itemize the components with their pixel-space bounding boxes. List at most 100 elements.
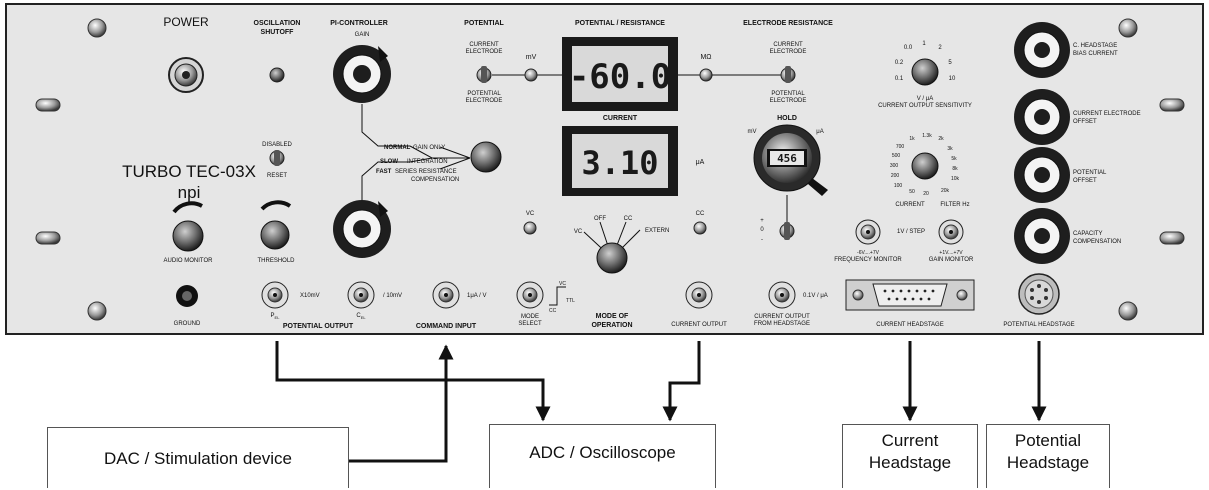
potential-offset-label-1: POTENTIAL: [1073, 170, 1107, 176]
device-brand: npi: [178, 183, 201, 202]
frequency-monitor-bnc[interactable]: [855, 219, 881, 245]
pot-sw-potential-electrode-1: POTENTIAL: [467, 91, 501, 97]
step-label: 1V / STEP: [897, 229, 925, 235]
mv-indicator: [524, 68, 538, 82]
capacity-label-2: COMPENSATION: [1073, 239, 1121, 245]
potential-headstage-connector[interactable]: [1018, 273, 1060, 315]
adc-label: ADC / Oscilloscope: [529, 443, 676, 462]
slow-label: SLOW: [380, 159, 398, 165]
mode-off-label: OFF: [594, 216, 606, 222]
dac-stimulation-box: DAC / Stimulation device: [47, 427, 349, 488]
filter-tick-9: 200: [891, 173, 900, 179]
hold-polarity-toggle[interactable]: [779, 222, 795, 240]
command-input-bnc[interactable]: [432, 281, 460, 309]
x10mv-label: X10mV: [300, 293, 320, 299]
res-sw-potential-electrode-2: ELECTRODE: [770, 98, 807, 104]
gain-label: GAIN: [355, 32, 370, 38]
vc-indicator: [523, 221, 537, 235]
potential-headstage-label: POTENTIAL HEADSTAGE: [1003, 322, 1074, 328]
sensitivity-unit: V / μA: [917, 96, 933, 102]
filter-tick-7: 300: [890, 163, 899, 169]
ttl-symbol: [549, 286, 566, 306]
ground-socket[interactable]: [176, 285, 198, 307]
current-headstage-label: CURRENT HEADSTAGE: [876, 322, 943, 328]
gain-monitor-label: GAIN MONITOR: [929, 257, 974, 263]
filter-tick-8: 5k: [951, 156, 957, 162]
potential-display-value: -60.0: [569, 57, 671, 97]
sens-tick-2: 1: [922, 41, 926, 47]
potential-offset-label-2: OFFSET: [1073, 178, 1097, 184]
arrow-potential-output-to-adc: [275, 341, 551, 422]
filter-tick-2: 1k: [909, 136, 915, 142]
c-el-sub: EL: [361, 315, 367, 320]
ground-label: GROUND: [174, 321, 201, 327]
potential-output-c-bnc[interactable]: [347, 281, 375, 309]
connection-lines: [275, 341, 1047, 463]
freq-range-label: -6V....+7V: [857, 250, 880, 256]
oscillation-shutoff-button[interactable]: [269, 67, 285, 83]
hold-dial[interactable]: [753, 124, 828, 196]
mode-select-label-1: MODE: [521, 314, 539, 320]
mv-unit-label: mV: [526, 54, 537, 61]
filter-tick-4: 2k: [938, 136, 944, 142]
potential-offset-dial[interactable]: [1014, 147, 1070, 203]
potential-display: [562, 37, 678, 111]
pi-gain-dial[interactable]: [333, 45, 391, 103]
reset-label: RESET: [267, 173, 287, 179]
c-headstage-bias-dial[interactable]: [1014, 22, 1070, 78]
potential-output-x10-bnc[interactable]: [261, 281, 289, 309]
audio-monitor-knob[interactable]: [172, 220, 204, 252]
power-label: POWER: [163, 15, 209, 29]
filter-tick-14: 20: [923, 191, 929, 197]
disabled-reset-toggle[interactable]: [269, 150, 285, 166]
res-sw-potential-electrode-1: POTENTIAL: [771, 91, 805, 97]
osc-shutoff-label-2: SHUTOFF: [261, 29, 295, 36]
gain-range-label: +1V....+7V: [939, 250, 963, 256]
threshold-label: THRESHOLD: [257, 258, 295, 264]
hold-zero-label: 0: [760, 227, 764, 233]
current-electrode-offset-label-1: CURRENT ELECTRODE: [1073, 111, 1141, 117]
current-hs-label-1: Current: [881, 431, 939, 450]
mohm-unit-label: MΩ: [700, 54, 711, 61]
potential-output-label: POTENTIAL OUTPUT: [283, 323, 354, 330]
sensitivity-knob[interactable]: [911, 58, 939, 86]
pi-integration-dial[interactable]: [333, 200, 391, 258]
audio-monitor-label: AUDIO MONITOR: [164, 258, 214, 264]
potential-electrode-toggle[interactable]: [476, 66, 492, 83]
mode-of-operation-knob[interactable]: [596, 242, 628, 274]
current-hs-label-2: Headstage: [868, 453, 952, 472]
power-switch[interactable]: [168, 57, 204, 93]
arrow-dac-to-command-input: [348, 344, 454, 463]
mode-of-operation-label-2: OPERATION: [591, 322, 632, 329]
potential-hs-label-2: Headstage: [1006, 453, 1090, 472]
sensitivity-ticks: 0.0 1 2 0.2 5 0.1 10: [895, 41, 956, 82]
mohm-indicator: [699, 68, 713, 82]
mode-select-bnc[interactable]: [516, 281, 544, 309]
threshold-knob[interactable]: [260, 220, 290, 250]
filter-current-label: CURRENT: [895, 202, 925, 208]
disabled-label: DISABLED: [262, 142, 292, 148]
c-headstage-label-1: C. HEADSTAGE: [1073, 43, 1117, 49]
pi-mode-selector-knob[interactable]: [470, 141, 502, 173]
gain-monitor-bnc[interactable]: [938, 219, 964, 245]
hold-plus-label: +: [760, 218, 764, 224]
integration-label: INTEGRATION: [407, 159, 448, 165]
res-sw-current-electrode-2: ELECTRODE: [770, 49, 807, 55]
current-output-bnc[interactable]: [685, 281, 713, 309]
current-output-label: CURRENT OUTPUT: [671, 322, 727, 328]
sens-tick-7: 10: [949, 76, 956, 82]
electrode-resistance-label: ELECTRODE RESISTANCE: [743, 20, 833, 27]
current-electrode-offset-label-2: OFFSET: [1073, 119, 1097, 125]
current-output-headstage-bnc[interactable]: [768, 281, 796, 309]
electrode-resistance-toggle[interactable]: [780, 66, 796, 83]
ua-unit-label: μA: [696, 159, 705, 166]
filter-knob[interactable]: [911, 152, 939, 180]
arrow-current-output-to-adc: [662, 341, 701, 422]
cc-led-label: CC: [696, 211, 705, 217]
capacity-compensation-dial[interactable]: [1014, 208, 1070, 264]
potential-headstage-box: Potential Headstage: [986, 424, 1110, 488]
p-el-sub: EL: [275, 315, 281, 320]
current-headstage-connector[interactable]: [845, 279, 975, 311]
current-electrode-offset-dial[interactable]: [1014, 89, 1070, 145]
